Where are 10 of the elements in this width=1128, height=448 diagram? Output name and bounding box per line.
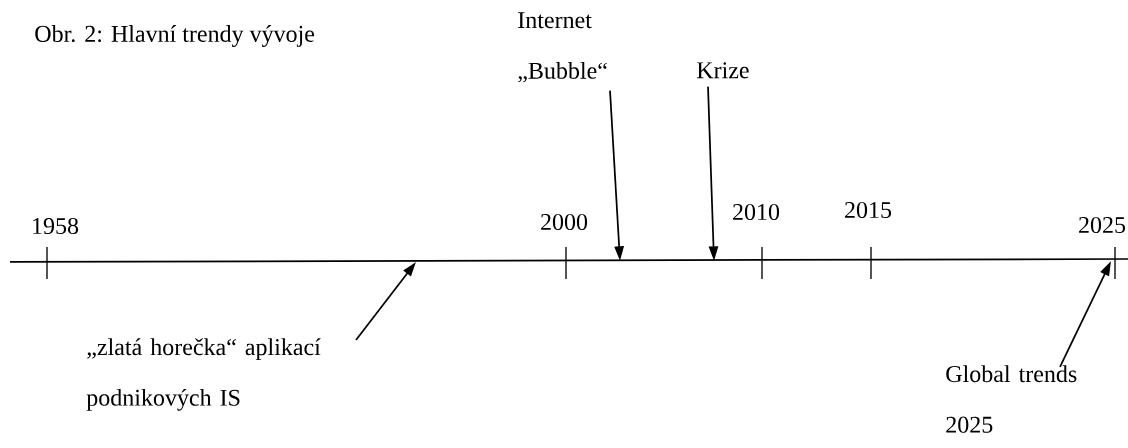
figure-title: Obr. 2: Hlavní trendy vývoje — [35, 25, 315, 47]
annotation-text: Global trends 2025 — [946, 365, 1077, 433]
year-label: 1958 — [33, 217, 79, 235]
year-label: 2025 — [1079, 216, 1126, 234]
year-label: 2010 — [733, 203, 780, 221]
annotation-text: „zlatá horečka“ aplikací podnikových IS — [86, 338, 321, 411]
annotation-text: Internet „Bubble“ — [518, 12, 607, 83]
annotation-text: Krize — [696, 62, 749, 79]
year-label: 2015 — [845, 201, 892, 219]
year-label: 2000 — [541, 213, 588, 231]
